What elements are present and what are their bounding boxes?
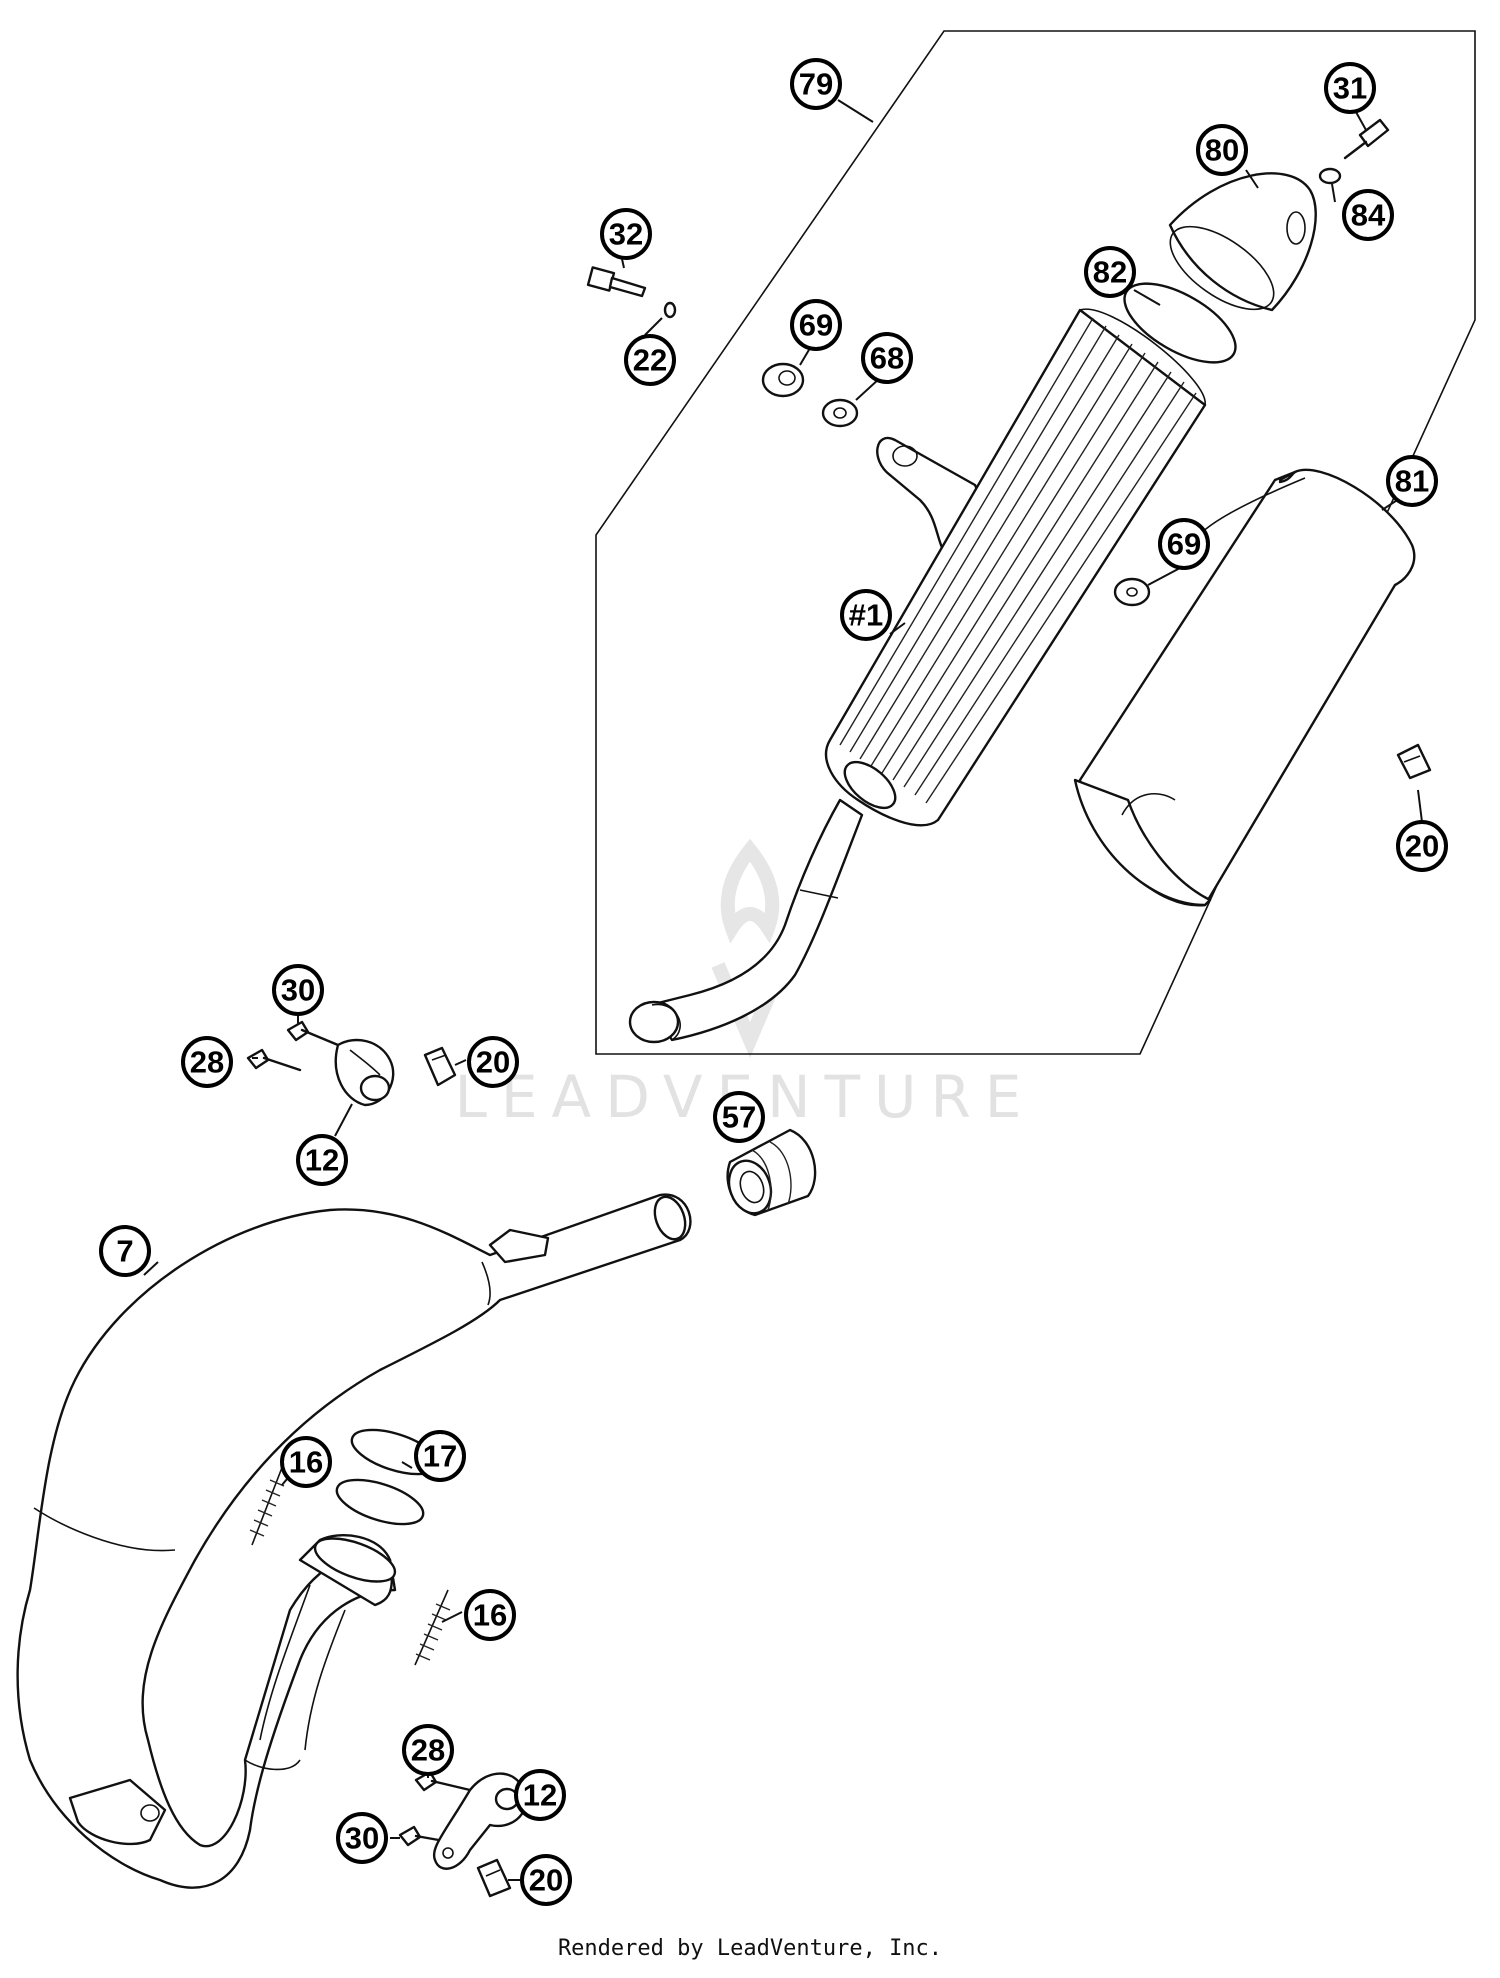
- svg-text:16: 16: [473, 1598, 507, 1633]
- spring-16-left: [249, 1464, 285, 1546]
- washer-84: [1318, 167, 1342, 185]
- svg-text:84: 84: [1351, 198, 1386, 233]
- bolt-32: [586, 266, 647, 298]
- callout-30-lower[interactable]: 30: [336, 1812, 388, 1864]
- callout-1[interactable]: #1: [840, 589, 892, 641]
- callout-7[interactable]: 7: [99, 1225, 151, 1277]
- callout-16-right[interactable]: 16: [464, 1589, 516, 1641]
- svg-text:28: 28: [190, 1045, 224, 1080]
- end-cap: [1168, 172, 1317, 312]
- expansion-chamber: [16, 1193, 692, 1889]
- callout-17[interactable]: 17: [414, 1430, 466, 1482]
- upper-bracket-group: [246, 1020, 457, 1107]
- svg-text:57: 57: [722, 1100, 756, 1135]
- callout-20-right[interactable]: 20: [1396, 820, 1448, 872]
- svg-text:79: 79: [799, 67, 833, 102]
- svg-text:30: 30: [281, 973, 315, 1008]
- svg-text:32: 32: [609, 217, 643, 252]
- svg-text:20: 20: [529, 1863, 563, 1898]
- callout-28-upper[interactable]: 28: [181, 1036, 233, 1088]
- silencer-group-frame: [595, 30, 1476, 1055]
- callout-20-upper[interactable]: 20: [467, 1036, 519, 1088]
- callout-22[interactable]: 22: [624, 334, 676, 386]
- svg-text:20: 20: [476, 1045, 510, 1080]
- callout-68[interactable]: 68: [861, 332, 913, 384]
- callout-12-upper[interactable]: 12: [296, 1134, 348, 1186]
- svg-text:30: 30: [345, 1821, 379, 1856]
- svg-text:31: 31: [1333, 71, 1367, 106]
- svg-text:68: 68: [870, 341, 904, 376]
- svg-text:80: 80: [1205, 133, 1239, 168]
- bolt-31: [1343, 118, 1390, 160]
- packing-81: [1073, 468, 1416, 907]
- footer-credit: Rendered by LeadVenture, Inc.: [557, 1936, 943, 1961]
- callout-79[interactable]: 79: [790, 58, 842, 110]
- coupling-57: [726, 1128, 817, 1217]
- callout-84[interactable]: 84: [1342, 189, 1394, 241]
- svg-text:12: 12: [523, 1778, 557, 1813]
- svg-text:22: 22: [633, 343, 667, 378]
- callout-69-right[interactable]: 69: [1158, 518, 1210, 570]
- svg-text:7: 7: [116, 1234, 133, 1269]
- callout-81[interactable]: 81: [1386, 455, 1438, 507]
- svg-text:20: 20: [1405, 829, 1439, 864]
- callout-31[interactable]: 31: [1324, 62, 1376, 114]
- svg-text:12: 12: [305, 1143, 339, 1178]
- callout-57[interactable]: 57: [713, 1091, 765, 1143]
- svg-text:16: 16: [289, 1445, 323, 1480]
- svg-text:69: 69: [799, 308, 833, 343]
- lower-bracket-group: [398, 1770, 527, 1898]
- washer-22: [663, 301, 677, 319]
- silencer-assembly: [628, 308, 1207, 1044]
- callout-82[interactable]: 82: [1084, 246, 1136, 298]
- svg-text:69: 69: [1167, 527, 1201, 562]
- svg-text:28: 28: [411, 1733, 445, 1768]
- svg-text:#1: #1: [849, 598, 883, 633]
- callout-16-left[interactable]: 16: [280, 1436, 332, 1488]
- washer-68: [821, 398, 859, 428]
- callout-32[interactable]: 32: [600, 208, 652, 260]
- bushing-69-right: [1113, 577, 1151, 607]
- callout-12-lower[interactable]: 12: [514, 1769, 566, 1821]
- spring-16-right: [414, 1589, 451, 1666]
- callout-30-upper[interactable]: 30: [272, 964, 324, 1016]
- callout-80[interactable]: 80: [1196, 124, 1248, 176]
- clip-20-right: [1396, 743, 1432, 780]
- callout-28-lower[interactable]: 28: [402, 1724, 454, 1776]
- callout-20-lower[interactable]: 20: [520, 1854, 572, 1906]
- bushing-69-top: [761, 362, 805, 398]
- svg-text:81: 81: [1395, 464, 1429, 499]
- svg-text:17: 17: [423, 1439, 457, 1474]
- svg-text:82: 82: [1093, 255, 1127, 290]
- callout-69-top[interactable]: 69: [790, 299, 842, 351]
